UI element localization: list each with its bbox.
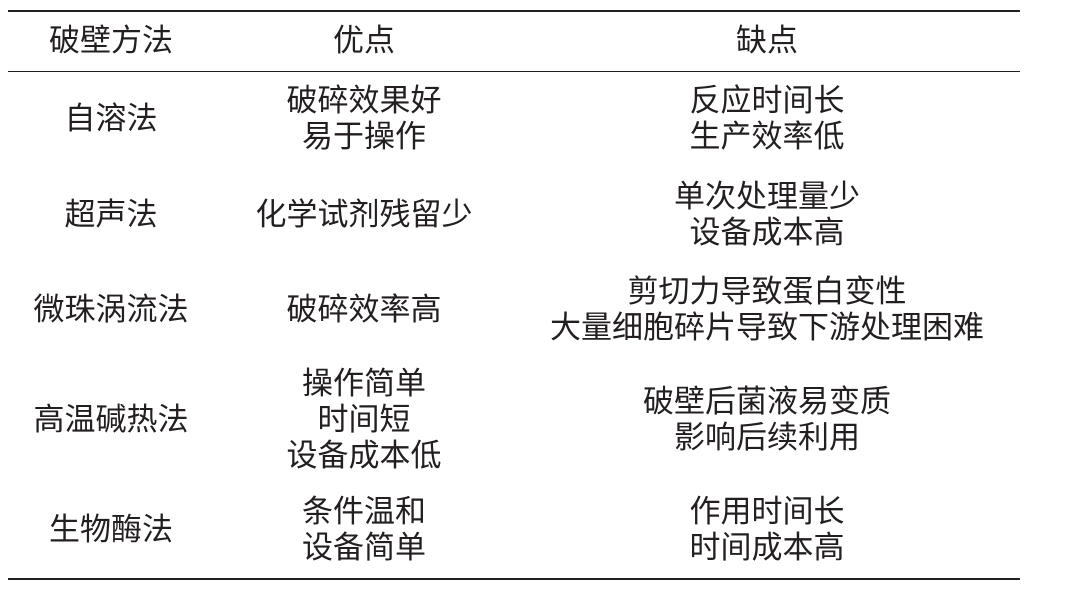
pros-cell: 化学试剂残留少	[214, 167, 514, 262]
table-row: 自溶法破碎效果好易于操作反应时间长生产效率低	[8, 71, 1020, 167]
table-row: 超声法 化学试剂残留少 单次处理量少设备成本高	[8, 167, 1020, 262]
cons-line: 反应时间长	[689, 83, 845, 120]
table-row: 高温碱热法操作简单时间短设备成本低破壁后菌液易变质影响后续利用	[8, 357, 1020, 482]
pros-line: 操作简单	[302, 365, 426, 402]
cons-cell: 剪切力导致蛋白变性大量细胞碎片导致下游处理困难	[514, 262, 1020, 357]
cons-line: 作用时间长	[689, 494, 845, 530]
pros-line: 设备简单	[302, 530, 426, 566]
pros-line: 破碎效果好	[286, 83, 442, 120]
cons-line: 生产效率低	[689, 119, 845, 156]
method-cell: 生物酶法	[8, 482, 214, 580]
method-cell: 自溶法	[64, 101, 158, 138]
cons-line: 破壁后菌液易变质	[643, 383, 891, 420]
pros-cell: 条件温和设备简单	[214, 482, 514, 580]
pros-line: 设备成本低	[286, 437, 442, 474]
cell-wall-breaking-methods-table: 破壁方法 优点 缺点 自溶法破碎效果好易于操作反应时间长生产效率低超声法化学试剂…	[8, 10, 1020, 580]
pros-cell: 破碎效率高	[214, 262, 514, 357]
method-cell: 超声法	[64, 196, 158, 233]
cons-line: 大量细胞碎片导致下游处理困难	[550, 309, 984, 346]
pros-line: 易于操作	[302, 119, 426, 156]
pros-cell: 操作简单时间短设备成本低	[214, 357, 514, 482]
pros-cell: 破碎效果好易于操作	[214, 71, 514, 167]
pros-line: 条件温和	[302, 494, 426, 530]
method-cell: 高温碱热法	[33, 401, 189, 438]
table-row: 微珠涡流法 破碎效率高 剪切力导致蛋白变性大量细胞碎片导致下游处理困难	[8, 262, 1020, 357]
method-cell: 微珠涡流法	[33, 291, 189, 328]
cons-line: 设备成本高	[689, 214, 845, 251]
cons-line: 单次处理量少	[674, 178, 860, 215]
cons-line: 时间成本高	[689, 530, 845, 566]
header-pros: 优点	[214, 10, 514, 72]
pros-line: 时间短	[317, 401, 411, 438]
header-cons: 缺点	[514, 10, 1020, 72]
pros-line: 破碎效率高	[286, 291, 442, 328]
header-row: 破壁方法 优点 缺点	[8, 10, 1020, 72]
pros-line: 化学试剂残留少	[255, 196, 473, 233]
cons-cell: 作用时间长时间成本高	[514, 482, 1020, 580]
cons-cell: 反应时间长生产效率低	[514, 71, 1020, 167]
cons-line: 剪切力导致蛋白变性	[627, 273, 907, 310]
cons-cell: 破壁后菌液易变质影响后续利用	[514, 357, 1020, 482]
cons-line: 影响后续利用	[674, 419, 860, 456]
header-method: 破壁方法	[8, 10, 214, 72]
cons-cell: 单次处理量少设备成本高	[514, 167, 1020, 262]
table-row: 生物酶法条件温和设备简单作用时间长时间成本高	[8, 482, 1020, 580]
